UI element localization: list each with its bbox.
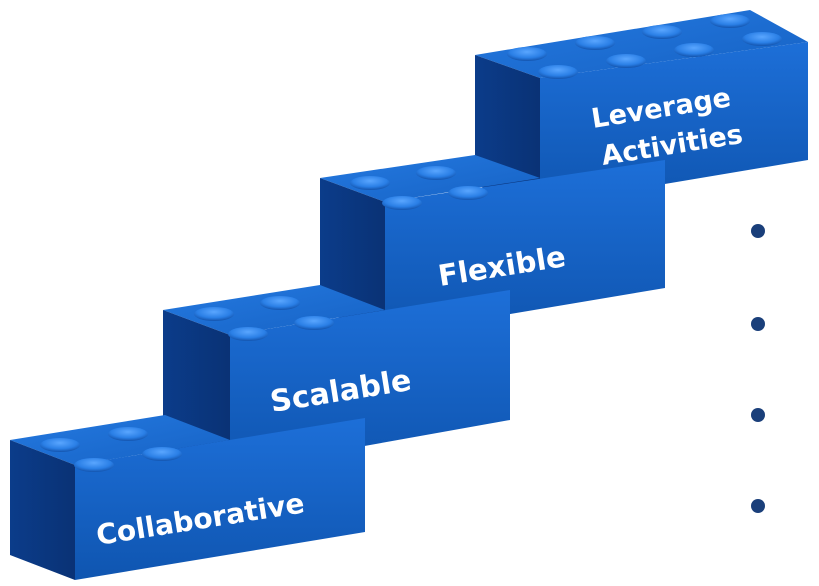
stud-icon bbox=[194, 307, 234, 321]
stud-icon bbox=[382, 196, 422, 210]
stud-icon bbox=[260, 296, 300, 310]
stud-icon bbox=[448, 186, 488, 200]
stud-icon bbox=[40, 438, 80, 452]
stud-icon bbox=[642, 25, 682, 39]
stud-icon bbox=[742, 32, 782, 46]
stud-group bbox=[507, 14, 782, 79]
step-block-scalable: Scalable bbox=[163, 285, 510, 470]
stud-icon bbox=[74, 458, 114, 472]
stud-group bbox=[350, 166, 488, 210]
step-block-collaborative: Collaborative bbox=[10, 415, 365, 580]
stud-icon bbox=[606, 54, 646, 68]
brick-top-face bbox=[163, 285, 385, 335]
brick-side-face bbox=[10, 440, 75, 580]
bullet-marker bbox=[751, 224, 765, 238]
stud-icon bbox=[228, 327, 268, 341]
stud-icon bbox=[710, 14, 750, 28]
stud-group bbox=[194, 296, 334, 341]
step-block-flexible: Flexible bbox=[320, 155, 665, 335]
bullet-marker bbox=[751, 408, 765, 422]
stud-icon bbox=[416, 166, 456, 180]
bullet-marker bbox=[751, 317, 765, 331]
stud-icon bbox=[538, 65, 578, 79]
bullet-list bbox=[751, 224, 765, 513]
stud-icon bbox=[575, 36, 615, 50]
stud-icon bbox=[142, 447, 182, 461]
stud-group bbox=[40, 427, 182, 472]
stud-icon bbox=[507, 47, 547, 61]
stud-icon bbox=[674, 43, 714, 57]
brick-front-face bbox=[230, 290, 510, 470]
stud-icon bbox=[108, 427, 148, 441]
bullet-marker bbox=[751, 499, 765, 513]
stud-icon bbox=[294, 316, 334, 330]
stud-icon bbox=[350, 176, 390, 190]
brick-front-face bbox=[385, 160, 665, 335]
brick-front-face bbox=[540, 42, 808, 205]
